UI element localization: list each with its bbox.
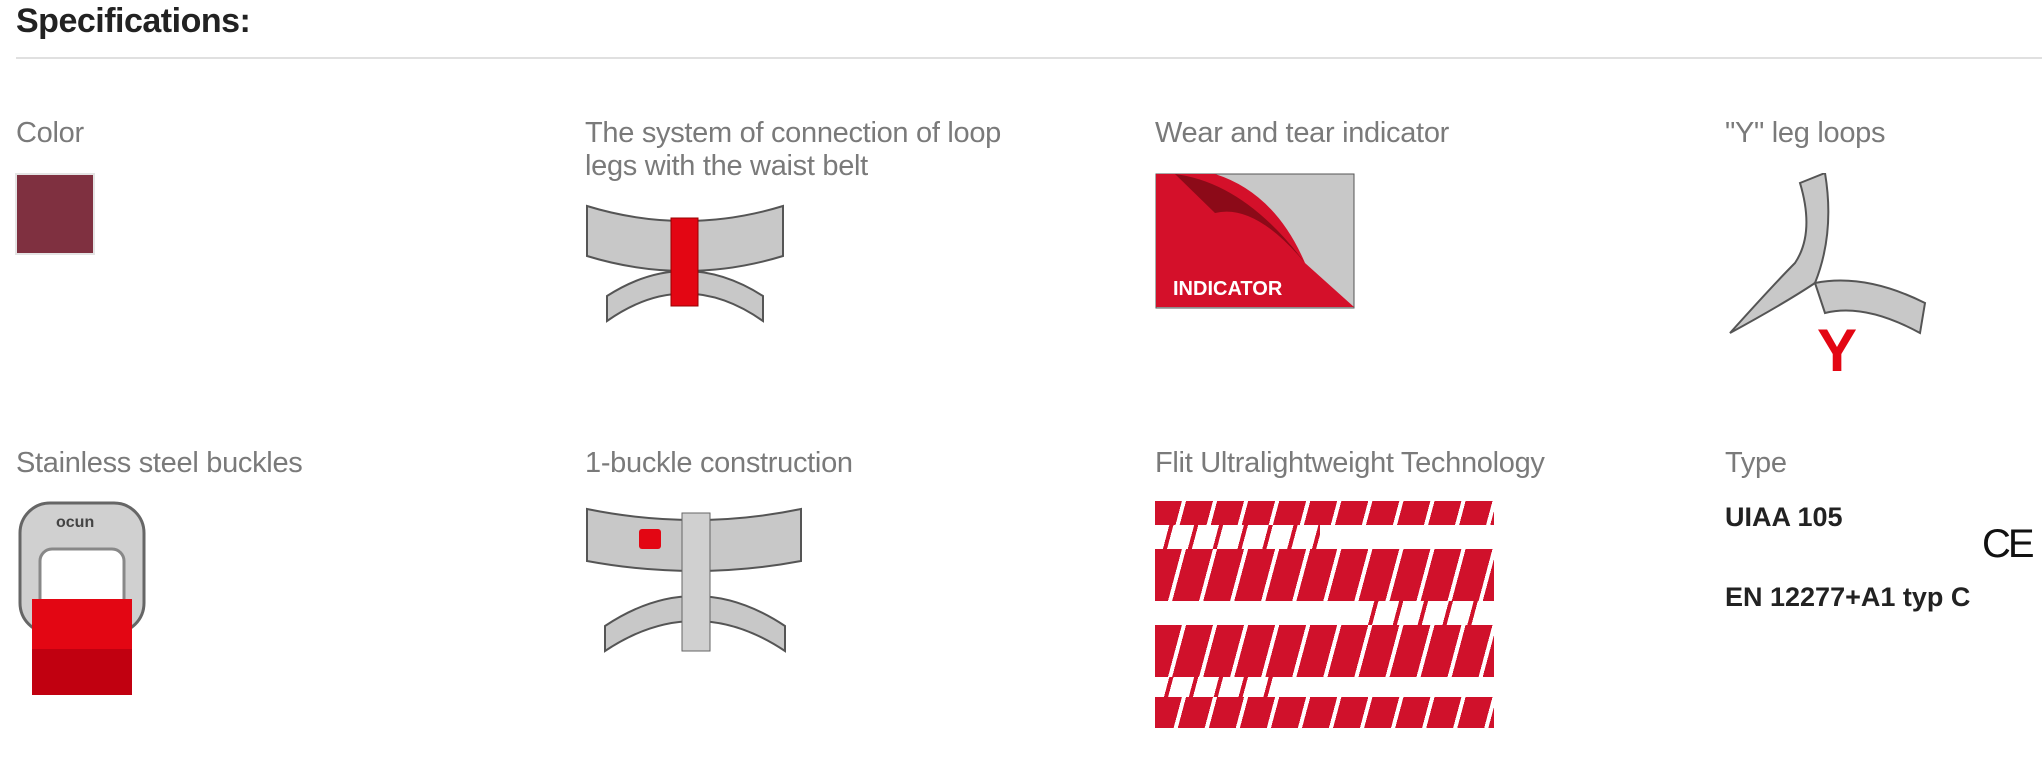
y-leg-loops-icon: Y [1729, 173, 1927, 373]
label-line: legs with the waist belt [585, 150, 868, 182]
spec-label-color: Color [16, 117, 84, 149]
type-value-en: EN 12277+A1 typ C [1725, 582, 1971, 612]
wear-indicator-icon: INDICATOR [1155, 173, 1355, 309]
spec-label-type: Type [1725, 447, 1787, 479]
label-line: The system of connection of loop [585, 117, 1001, 149]
ce-mark-icon: CE [1982, 522, 2035, 566]
spec-label-onebuckle: 1-buckle construction [585, 447, 853, 479]
steel-buckle-icon: ocun [18, 501, 146, 695]
section-title: Specifications: [16, 2, 251, 40]
spec-label-wear: Wear and tear indicator [1155, 117, 1450, 149]
type-value-uiaa: UIAA 105 [1725, 502, 1843, 532]
y-letter: Y [1817, 317, 1857, 373]
flit-technology-icon [1155, 501, 1494, 728]
indicator-text: INDICATOR [1173, 278, 1283, 300]
spec-label-flit: Flit Ultralightweight Technology [1155, 447, 1545, 479]
buckle-logo-text: ocun [56, 514, 94, 531]
spec-label-buckles: Stainless steel buckles [16, 447, 303, 479]
divider [16, 57, 2042, 59]
connection-system-icon [586, 204, 784, 323]
color-swatch [15, 173, 95, 255]
spec-label-yloops: "Y" leg loops [1725, 117, 1886, 149]
spec-label-connection: The system of connection of loop legs wi… [585, 117, 1001, 183]
one-buckle-icon [586, 507, 802, 653]
